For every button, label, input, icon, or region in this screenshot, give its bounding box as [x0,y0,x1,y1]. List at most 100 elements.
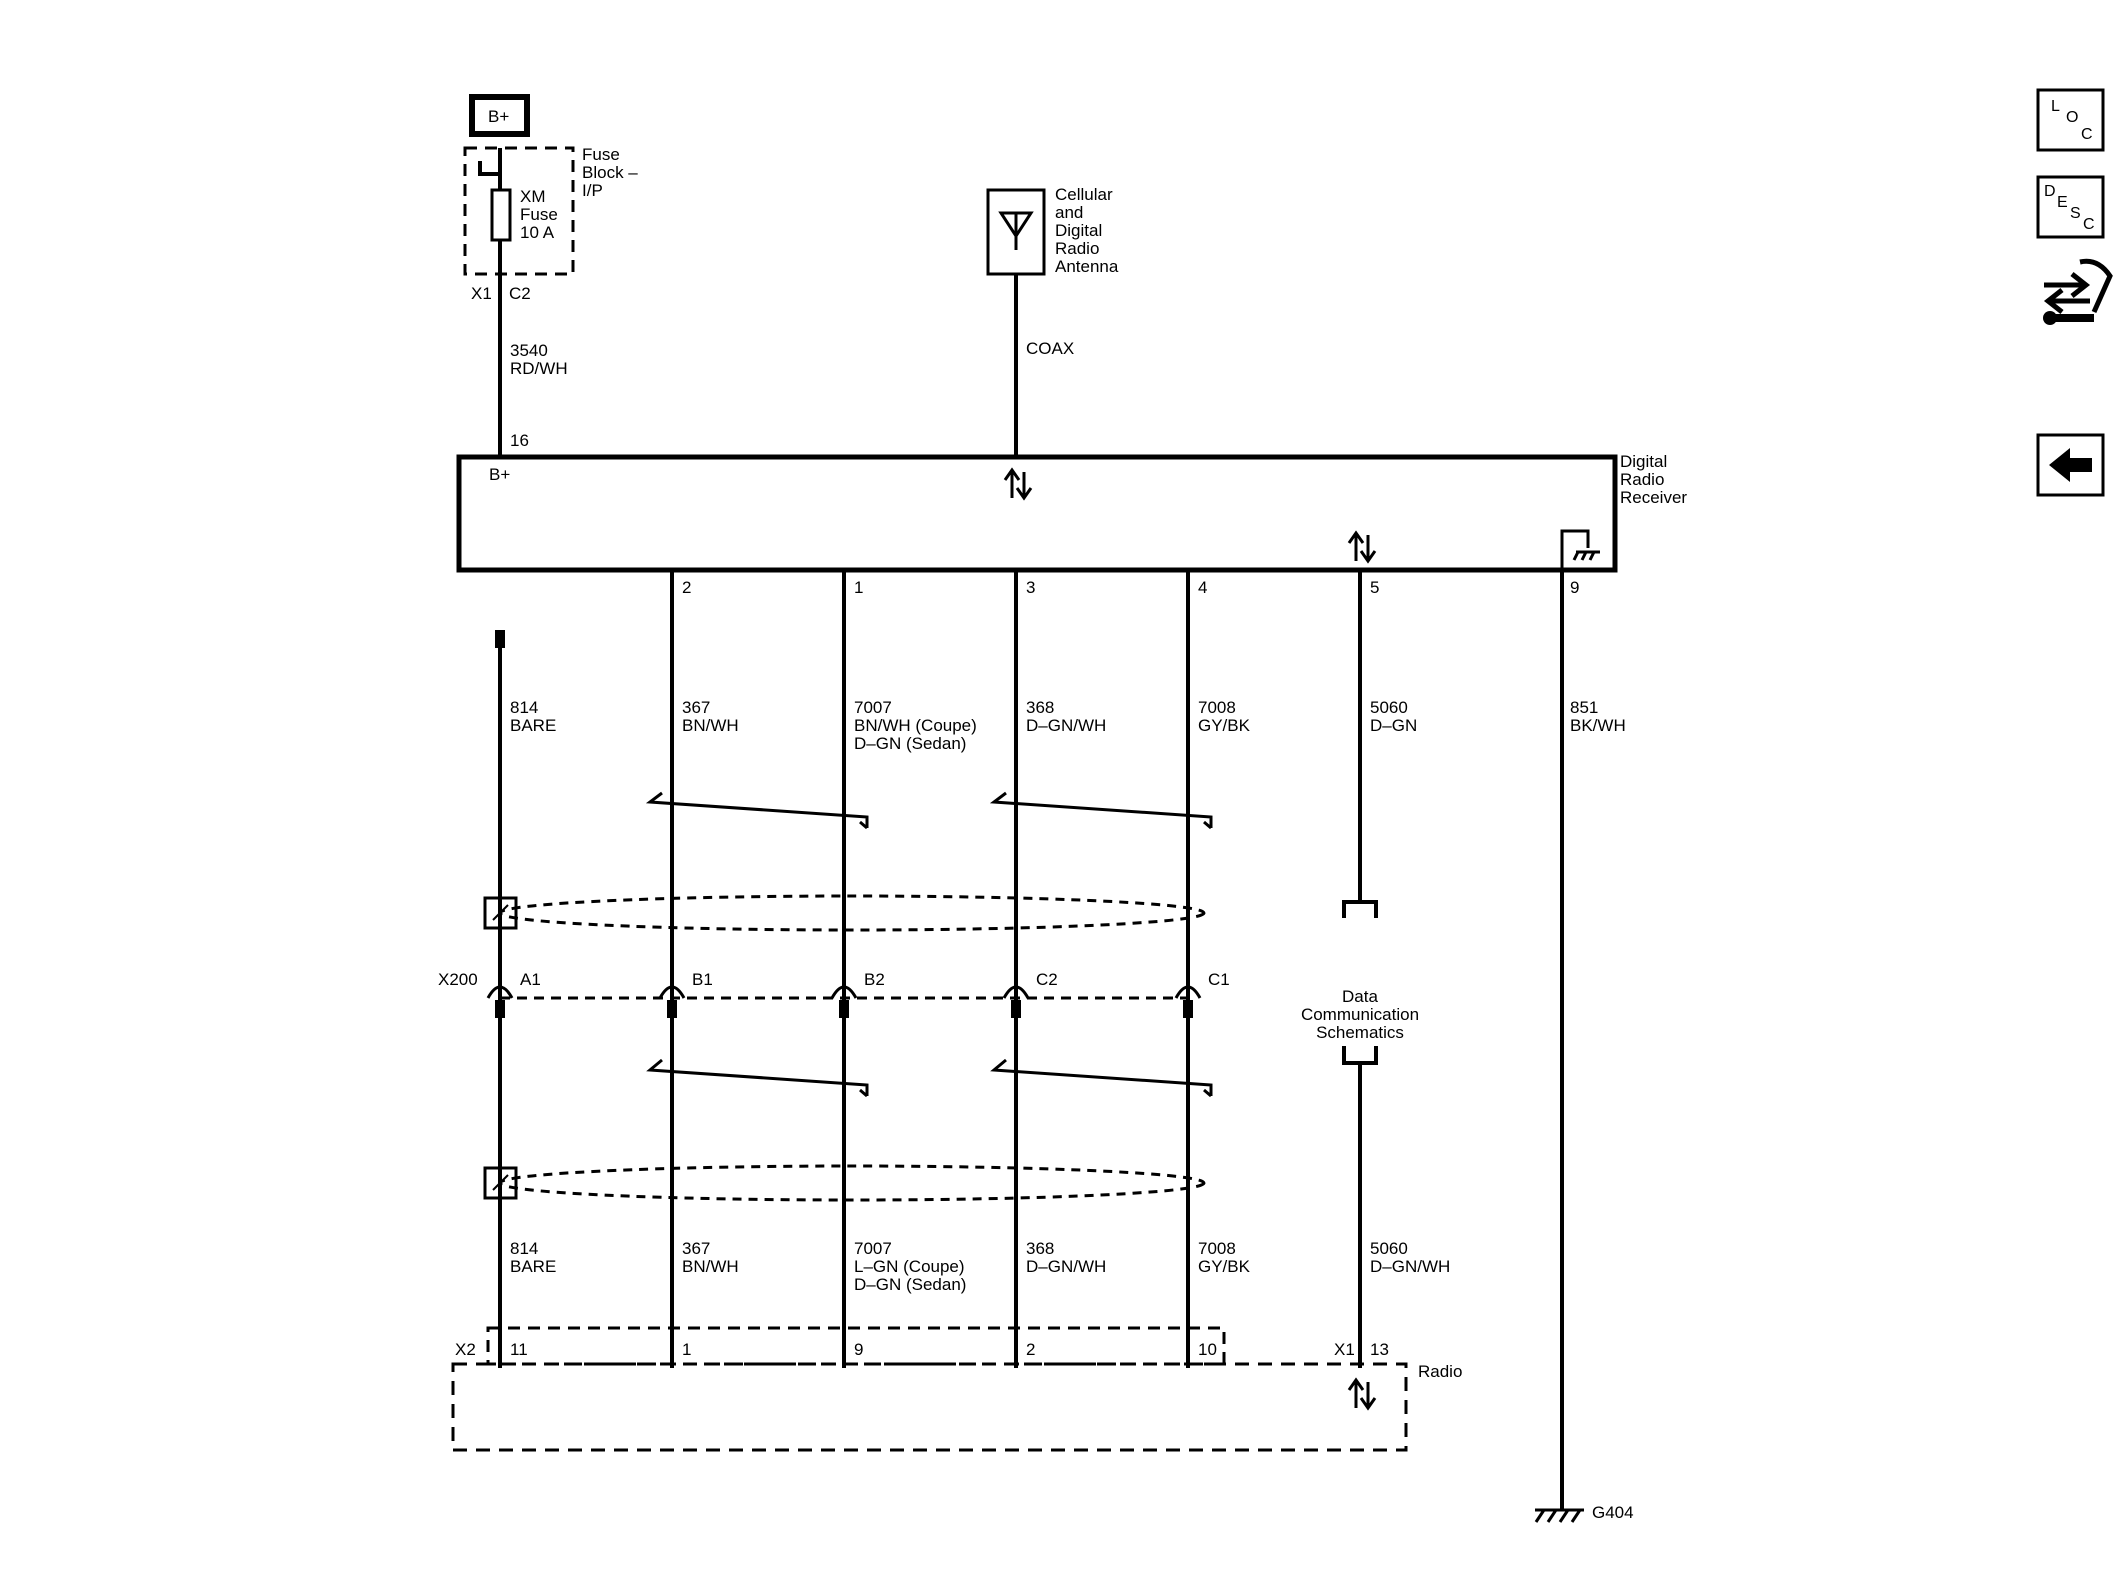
data-arrows-icon [1347,530,1377,564]
shield-upper [498,894,1206,932]
back-button[interactable] [2036,433,2105,497]
desc-letter: D [2044,183,2056,200]
receiver-label-2: Radio [1620,470,1664,489]
wire-circuit: 368 [1026,1239,1054,1258]
wire-color: GY/BK [1198,1257,1251,1276]
back-arrow-icon [2049,448,2092,482]
x200-pin-b2-female [839,1000,849,1018]
wire-3540-color: RD/WH [510,359,568,378]
receiver-pin-16: 16 [510,431,529,450]
data-arrows-icon [1003,467,1033,501]
ground-label: G404 [1592,1503,1634,1522]
wire-color: D–GN (Sedan) [854,1275,966,1294]
wire-color: D–GN (Sedan) [854,734,966,753]
antenna-icon [998,211,1034,250]
fuse-block-label-2: Block – [582,163,638,182]
wire-circuit: 367 [682,698,710,717]
wire-color: BN/WH [682,716,739,735]
fuse-connector-c2: C2 [509,284,531,303]
fuse-block-label-1: Fuse [582,145,620,164]
wire-color: BARE [510,1257,556,1276]
internal-ground-icon [1560,529,1600,570]
radio-labels: Radio X2 X1 11 1 9 2 10 13 [455,1340,1462,1381]
fuse-label-1: XM [520,187,546,206]
receiver-pin: 3 [1026,578,1035,597]
fuse-block-outline [463,146,575,276]
shield-drain-upper [483,896,518,930]
loc-button[interactable]: L O C [2036,88,2105,152]
x200-pin: B2 [864,970,885,989]
fuse-label-2: Fuse [520,205,558,224]
x200-pin: C1 [1208,970,1230,989]
antenna-labels: Cellular and Digital Radio Antenna COAX [1026,185,1119,358]
connector-view-icon[interactable] [2043,258,2113,325]
data-comm-connector-bottom [1342,1046,1378,1065]
wire-color: D–GN [1370,716,1417,735]
wire-color: D–GN/WH [1370,1257,1450,1276]
wire-3540-circuit: 3540 [510,341,548,360]
x200-pin: C2 [1036,970,1058,989]
fuse-busbar [478,148,502,176]
wire-color: L–GN (Coupe) [854,1257,965,1276]
desc-letter: C [2083,216,2095,233]
digital-radio-receiver-box [456,454,1618,573]
wire-circuit: 367 [682,1239,710,1258]
desc-button[interactable]: D E S C [2036,175,2105,239]
upper-wire-labels: 814 BARE 367 BN/WH 7007 BN/WH (Coupe) D–… [510,698,1626,753]
wire-color: BARE [510,716,556,735]
radio-pin: 13 [1370,1340,1389,1359]
radio-pin: 2 [1026,1340,1035,1359]
wire-color: D–GN/WH [1026,716,1106,735]
lower-wire-labels: 814 BARE 367 BN/WH 7007 L–GN (Coupe) D–G… [510,1239,1450,1294]
shield-lower [498,1164,1206,1202]
wire-color: BN/WH [682,1257,739,1276]
twisted-pair-mark [645,791,869,830]
data-comm-label-3: Schematics [1316,1023,1404,1042]
receiver-pin: 5 [1370,578,1379,597]
fuse-connector-x1: X1 [471,284,492,303]
coax-label: COAX [1026,339,1074,358]
data-comm-label-2: Communication [1301,1005,1419,1024]
wire-circuit: 851 [1570,698,1598,717]
receiver-pin: 9 [1570,578,1579,597]
bplus-box [469,94,530,137]
wire-color: BK/WH [1570,716,1626,735]
antenna-label-1: Cellular [1055,185,1113,204]
fuse-icon [490,188,512,242]
radio-connector-x1: X1 [1334,1340,1355,1359]
receiver-pin: 2 [682,578,691,597]
wire-circuit: 814 [510,1239,538,1258]
desc-letter: S [2070,205,2081,222]
antenna-label-2: and [1055,203,1083,222]
wire-circuit: 7007 [854,1239,892,1258]
receiver-bplus-pin: B+ [489,465,510,484]
antenna-label-3: Digital [1055,221,1102,240]
wire-circuit: 5060 [1370,698,1408,717]
wire-circuit: 368 [1026,698,1054,717]
data-arrows-icon [1347,1377,1377,1411]
power-labels: B+ Fuse Block – I/P XM Fuse 10 A X1 C2 3… [471,107,638,450]
bplus-box-label: B+ [488,107,509,126]
x200-pin-b1-female [667,1000,677,1018]
x200-label: X200 [438,970,478,989]
twisted-pair-mark [646,1058,869,1098]
wire-circuit: 7007 [854,698,892,717]
x200-labels: X200 A1 B1 B2 C2 C1 [438,970,1230,989]
receiver-label-1: Digital [1620,452,1667,471]
wire-814-end [495,630,505,648]
twisted-pair-mark [990,1058,1213,1098]
x200-pin: A1 [520,970,541,989]
radio-pin: 10 [1198,1340,1217,1359]
x200-pin: B1 [692,970,713,989]
loc-letter: C [2081,126,2093,143]
x200-pin-a1-female [495,1000,505,1018]
x200-pin-c2-female [1011,1000,1021,1018]
wire-color: D–GN/WH [1026,1257,1106,1276]
fuse-block-label-3: I/P [582,181,603,200]
wire-circuit: 7008 [1198,1239,1236,1258]
radio-box [451,1362,1408,1452]
x200-pin-c1-female [1183,1000,1193,1018]
twisted-pair-mark [989,791,1213,830]
radio-pin: 9 [854,1340,863,1359]
